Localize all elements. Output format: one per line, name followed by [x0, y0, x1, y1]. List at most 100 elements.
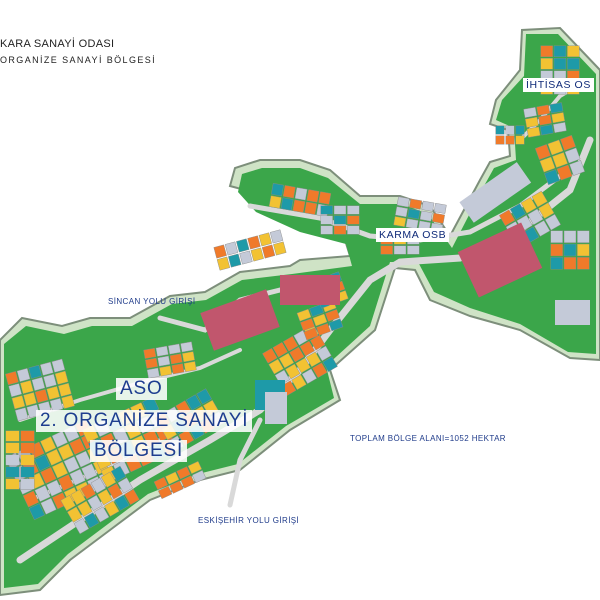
plot-parcel: [515, 135, 525, 145]
plot-parcel: [515, 125, 525, 135]
plot-parcel: [495, 125, 505, 135]
plot-parcel: [158, 485, 173, 499]
plot-parcel: [262, 348, 278, 364]
plot-parcel: [577, 230, 590, 243]
plot-cluster: [262, 324, 338, 396]
plot-parcel: [544, 169, 560, 185]
plot-parcel: [393, 216, 407, 228]
plot-parcel: [45, 448, 63, 466]
plot-parcel: [187, 461, 202, 475]
plot-parcel: [67, 506, 83, 523]
plot-parcel: [306, 189, 320, 203]
plot-cluster: [153, 461, 207, 499]
plot-parcel: [124, 488, 140, 505]
plot-parcel: [176, 466, 191, 480]
plot-parcel: [301, 368, 318, 384]
plot-parcel: [117, 477, 133, 494]
plot-parcel: [526, 126, 541, 138]
plot-parcel: [407, 208, 421, 220]
plot-parcel: [183, 361, 197, 373]
plot-parcel: [347, 205, 360, 215]
plot-parcel: [289, 346, 305, 363]
plot-parcel: [268, 358, 284, 375]
plot-parcel: [165, 471, 180, 485]
plot-parcel: [419, 210, 433, 222]
plot-parcel: [280, 197, 294, 211]
plot-parcel: [294, 187, 308, 201]
plot-cluster: [535, 135, 585, 185]
plot-parcel: [169, 480, 184, 494]
plot-large-pink-2: [280, 275, 340, 305]
plot-parcel: [312, 362, 328, 378]
plot-parcel: [273, 241, 287, 256]
plot-cluster: [5, 358, 75, 422]
plot-parcel: [224, 241, 239, 256]
plot-cluster: [60, 465, 140, 535]
plot-parcel: [69, 438, 86, 455]
plot-parcel: [20, 442, 35, 454]
plot-parcel: [268, 195, 282, 209]
plot-large-pink-3: [457, 222, 543, 298]
plot-parcel: [100, 471, 117, 488]
plot-parcel: [75, 450, 92, 468]
plot-parcel: [51, 430, 68, 448]
plot-parcel: [405, 218, 419, 230]
plot-parcel: [549, 102, 564, 114]
plot-parcel: [272, 342, 288, 358]
plot-parcel: [146, 367, 160, 379]
plot-parcel: [269, 229, 284, 244]
plot-parcel: [14, 407, 29, 422]
plot-parcel: [535, 144, 551, 160]
plot-parcel: [167, 343, 181, 355]
plot-parcel: [57, 382, 72, 397]
plot-parcel: [180, 341, 194, 353]
plot-parcel: [407, 245, 420, 255]
plot-parcel: [114, 494, 130, 511]
plot-cluster: [143, 341, 197, 379]
plot-large-pink: [200, 289, 280, 351]
plot-parcel: [421, 200, 435, 212]
plot-cluster: [213, 229, 287, 271]
plot-parcel: [51, 358, 66, 373]
plot-parcel: [536, 104, 551, 116]
plot-parcel: [285, 363, 301, 380]
plot-parcel: [228, 253, 242, 268]
plot-parcel: [159, 365, 173, 377]
plot-parcel: [395, 206, 408, 218]
plot-cluster: [393, 196, 447, 234]
plot-parcel: [180, 475, 195, 489]
plot-parcel: [539, 156, 556, 173]
plot-parcel: [34, 389, 49, 404]
plot-cluster: [296, 299, 344, 341]
plot-parcel: [312, 313, 328, 327]
plot-parcel: [11, 395, 26, 410]
plot-parcel: [69, 468, 86, 486]
plot-parcel: [547, 139, 564, 156]
plot-parcel: [5, 454, 20, 466]
plot-parcel: [520, 197, 537, 214]
plot-parcel: [320, 205, 333, 215]
plot-parcel: [191, 470, 207, 484]
plot-parcel: [40, 497, 57, 515]
plot-parcel: [563, 257, 577, 270]
plot-parcel: [5, 478, 20, 490]
plot-parcel: [534, 220, 551, 237]
plot-parcel: [46, 479, 63, 497]
plot-parcel: [5, 430, 20, 442]
plot-parcel: [90, 477, 107, 494]
plot-parcel: [73, 518, 90, 535]
plot-parcel: [81, 463, 98, 481]
plot-parcel: [304, 201, 318, 215]
plot-parcel: [550, 257, 563, 270]
plot-parcel: [145, 357, 158, 369]
plot-parcel: [553, 122, 567, 134]
label-total-area: TOPLAM BÖLGE ALANI=1052 HEKTAR: [350, 434, 506, 443]
plot-parcel: [552, 152, 568, 168]
plot-parcel: [236, 238, 250, 253]
plot-cluster: [523, 102, 567, 138]
plot-parcel: [299, 340, 315, 357]
plot-parcel: [43, 373, 57, 388]
plot-parcel: [5, 442, 20, 454]
plot-parcel: [28, 364, 42, 379]
plot-parcel: [509, 203, 526, 220]
